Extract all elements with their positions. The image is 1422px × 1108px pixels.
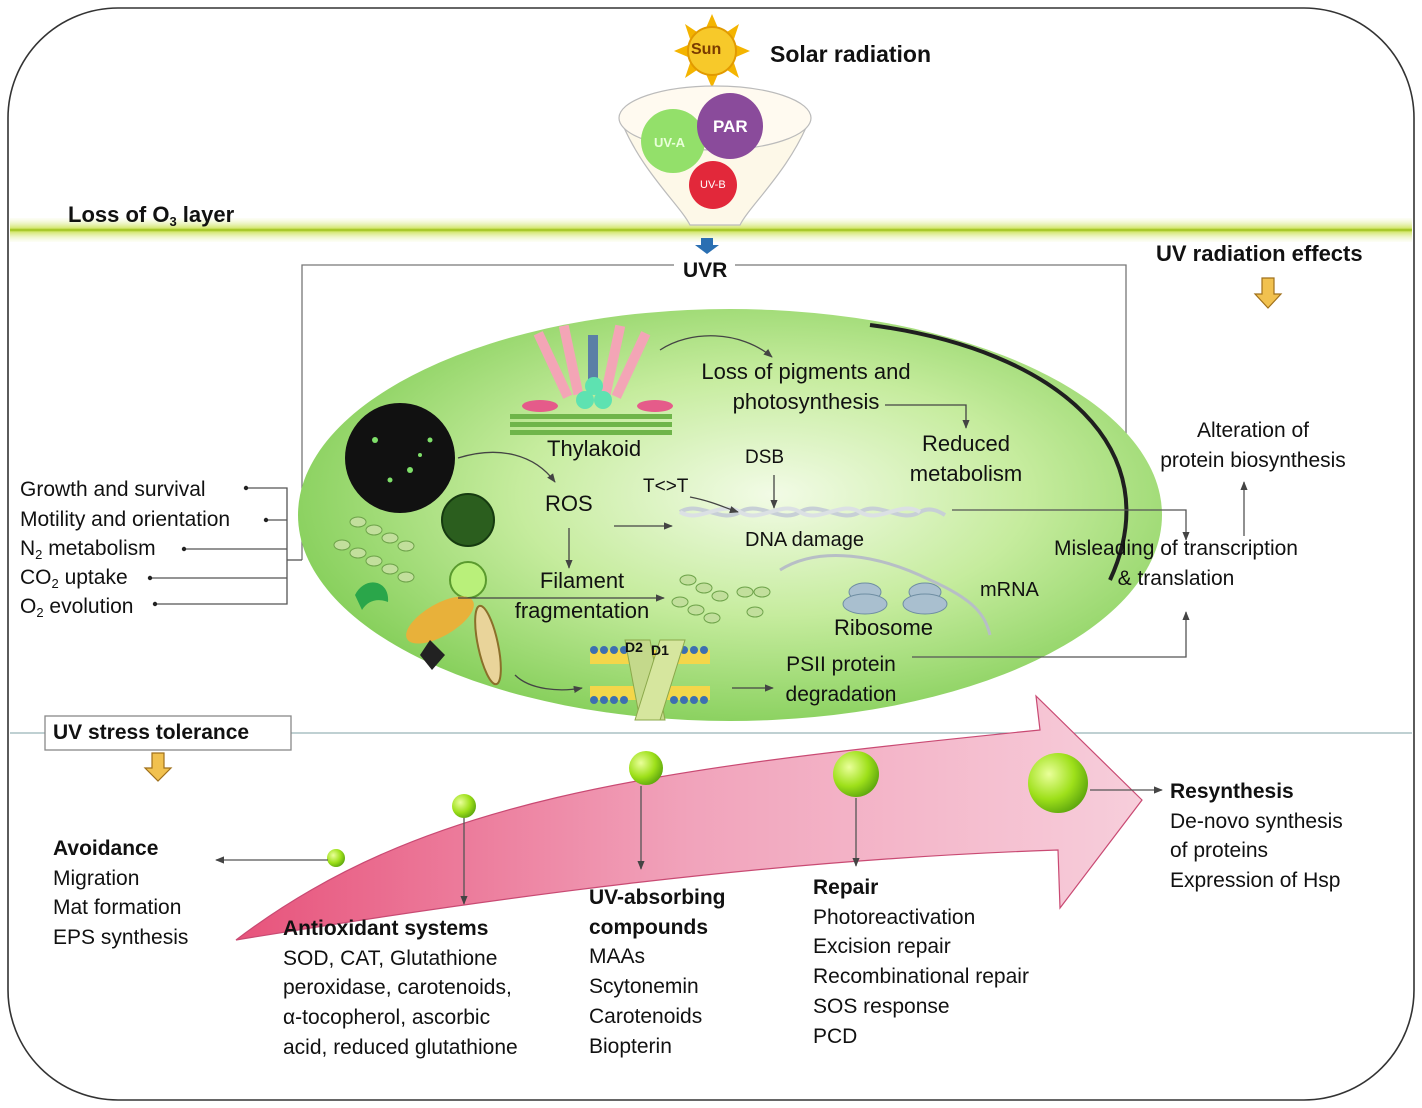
mrna-strand: [779, 554, 992, 636]
psii-membrane: [590, 639, 710, 721]
par-label: PAR: [713, 117, 748, 136]
ozone-label: Loss of O3 layer: [68, 202, 235, 229]
d1-label: D1: [651, 642, 669, 658]
dsb-label: DSB: [745, 447, 785, 468]
antioxidant-block: Antioxidant systems SOD, CAT, Glutathion…: [283, 917, 518, 1059]
uv-stress-box: [44, 715, 292, 751]
micrograph: [345, 403, 455, 513]
resynthesis-node: [1028, 753, 1088, 813]
motility-label: Motility and orientation: [20, 508, 231, 531]
uvr-down-arrow: [695, 238, 719, 254]
n2-metabolism-label: N2 metabolism: [20, 537, 156, 562]
misleading-label: Misleading of transcription& translation: [1054, 537, 1298, 590]
filaments-fragmented: [671, 574, 771, 624]
outer-frame: [7, 7, 1415, 1101]
uv-effects-heading: UV radiation effects: [1156, 241, 1363, 266]
thylakoid-graphic: [510, 324, 673, 435]
uvr-label: UVR: [683, 259, 728, 282]
uvb-label: UV-B: [700, 179, 726, 191]
uv-stress-label: UV stress tolerance: [53, 721, 250, 744]
mrna-label: mRNA: [980, 579, 1039, 601]
sun-label: Sun: [691, 41, 722, 58]
solar-radiation-label: Solar radiation: [770, 41, 932, 67]
effects-down-arrow: [1253, 277, 1283, 309]
thymine-dimer-label: T<>T: [643, 476, 689, 497]
dna-damage-label: DNA damage: [745, 529, 864, 551]
avoidance-node: [327, 849, 345, 867]
d2-label: D2: [625, 639, 643, 655]
tolerance-arrow: [235, 694, 1143, 941]
growth-survival-label: Growth and survival: [20, 478, 206, 501]
colony-icon: [441, 493, 495, 547]
thylakoid-label: Thylakoid: [547, 436, 642, 461]
ribosome-graphic: [842, 582, 948, 615]
uva-label: UV-A: [654, 135, 686, 150]
antioxidant-node: [452, 794, 476, 818]
uv-absorbing-node: [629, 751, 663, 785]
filaments-left: [333, 516, 415, 583]
uva-circle: [641, 109, 705, 173]
left-effects-bracket: [150, 487, 302, 605]
radiation-funnel: [618, 85, 812, 226]
sun-icon: [674, 14, 750, 88]
repair-node: [833, 751, 879, 797]
co2-uptake-label: CO2 uptake: [20, 566, 128, 591]
par-circle: [697, 93, 763, 159]
o2-evolution-label: O2 evolution: [20, 595, 134, 620]
uvb-circle: [689, 161, 737, 209]
tolerance-down-arrow: [143, 752, 173, 782]
ribosome-label: Ribosome: [834, 615, 934, 640]
ros-label: ROS: [545, 491, 593, 516]
